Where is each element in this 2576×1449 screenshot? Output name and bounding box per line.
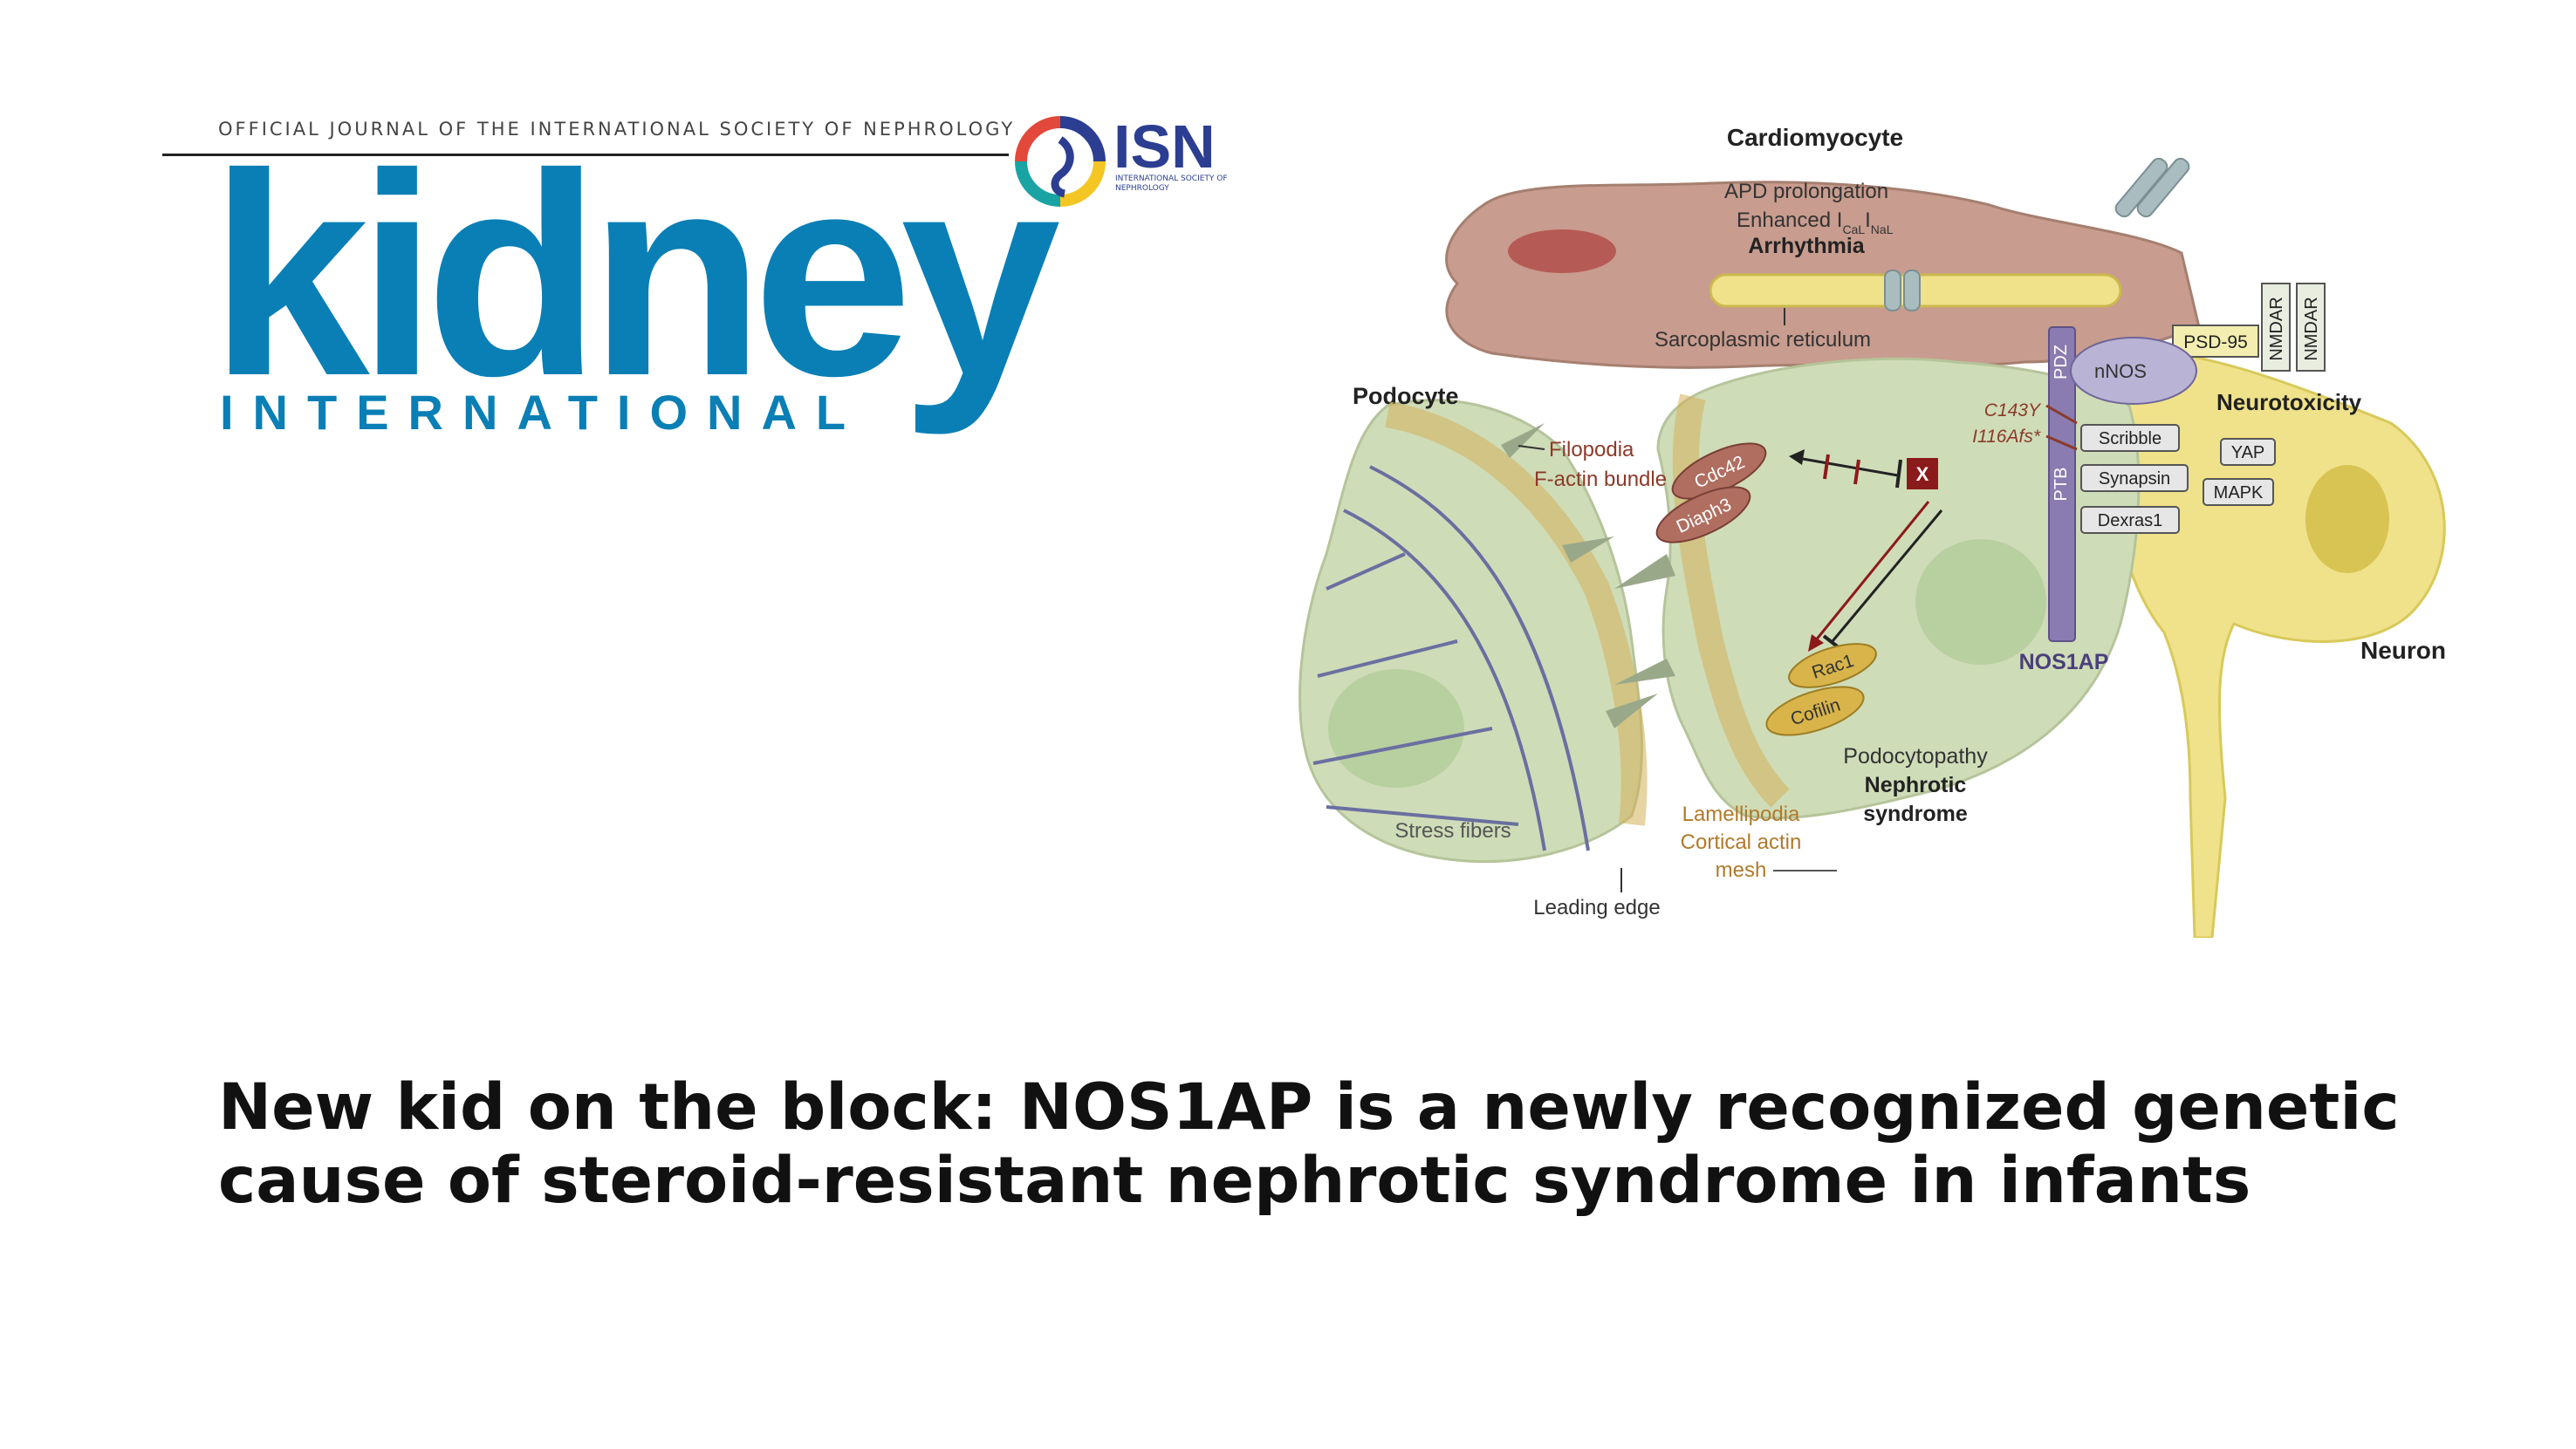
yap-box [2220,438,2276,466]
rac1-shape [1788,643,1877,688]
label-mesh: mesh [1716,858,1767,882]
stress-fiber-2 [1343,509,1546,851]
label-arrhythmia: Arrhythmia [1748,234,1865,258]
arrowhead-cdc42 [1789,449,1805,465]
label-nephrotic: Nephrotic [1865,773,1967,797]
isn-logo-icon [1015,116,1106,207]
isn-logo-subtext: INTERNATIONAL SOCIETY OF NEPHROLOGY [1115,174,1228,193]
arrow-to-cdc42 [1797,456,1899,477]
label-sub-cal: CaL [1842,222,1865,236]
cardiomyocyte-nucleus [1508,229,1616,273]
stress-fiber-1 [1369,465,1590,851]
label-filopodia: Filopodia [1549,438,1634,461]
label-x: X [1916,463,1929,485]
label-sub-nal: NaL [1871,222,1894,236]
arrowhead-rac1 [1808,634,1824,652]
filopodia-spike-2 [1562,537,1614,563]
label-cardiomyocyte: Cardiomyocyte [1727,124,1903,151]
podocyte-nucleus-left [1328,669,1464,788]
label-psd95: PSD-95 [2183,332,2248,352]
stress-fiber-3 [1326,552,1406,591]
scribble-box [2080,424,2180,452]
diaph3-shape [1655,486,1751,543]
label-cortical-actin: Cortical actin [1681,830,1802,854]
label-neuron: Neuron [2360,637,2446,664]
isn-logo-text: ISN [1113,113,1216,181]
label-podocytopathy: Podocytopathy [1843,744,1988,769]
nmdar-box-2 [2296,283,2326,372]
mutation-mark-2 [2045,434,2078,451]
label-nos1ap: NOS1AP [2019,650,2109,674]
label-nmdar-1: NMDAR [2267,297,2286,360]
label-leading-edge: Leading edge [1533,896,1660,919]
label-mutation-1: C143Y [1984,400,2042,420]
label-sarcoplasmic-reticulum: Sarcoplasmic reticulum [1655,328,1871,352]
label-syndrome: syndrome [1863,802,1968,826]
nnos-shape [2070,337,2197,405]
arrow-to-rac1 [1813,501,1930,642]
ion-channel-membrane [2114,157,2168,218]
label-neurotoxicity: Neurotoxicity [2216,389,2362,415]
label-lamellipodia: Lamellipodia [1682,803,1800,826]
label-yap: YAP [2231,443,2265,462]
label-stress-fibers: Stress fibers [1394,819,1511,843]
leader-filopodia [1518,445,1545,450]
stress-fiber-6 [1326,805,1519,826]
label-synapsin: Synapsin [2099,469,2170,489]
label-enhanced: Enhanced I [1737,208,1842,232]
dexras1-box [2080,506,2180,534]
journal-logo-international: INTERNATIONAL [220,385,866,440]
label-podocyte: Podocyte [1353,383,1459,409]
label-ptb: PTB [2052,468,2071,502]
filopodia-spike-4 [1614,554,1675,589]
filopodia-spike-1 [1501,423,1545,458]
ion-channel-sr-2 [1903,270,1921,311]
cofilin-shape [1765,686,1865,736]
label-apd-prolongation: APD prolongation [1724,180,1888,203]
header-rule [162,154,1009,156]
synapsin-box [2080,464,2189,492]
label-nmdar-2: NMDAR [2302,297,2321,360]
journal-tagline: OFFICIAL JOURNAL OF THE INTERNATIONAL SO… [218,119,1016,140]
psd95-box [2172,325,2259,358]
mapk-box [2203,478,2274,506]
headline: New kid on the block: NOS1AP is a newly … [218,1070,2400,1218]
ion-channel-membrane-2 [2136,157,2190,218]
inhibit-to-cofilin [1831,509,1943,642]
mutation-mark-1 [2045,404,2078,425]
actin-mesh-left [1385,401,1648,826]
filopodia-spike-3 [1606,694,1658,728]
label-nnos: nNOS [2094,360,2147,382]
ion-channel-sr [1884,270,1901,311]
tick-1 [1853,459,1860,485]
nos1ap-diagram: Cardiomyocyte APD prolongation Enhanced … [1298,124,2446,938]
label-i-letter: I [1865,208,1871,232]
tick-2 [1823,454,1830,480]
label-enhanced-currents: Enhanced ICaLINaL [1737,208,1894,236]
label-mapk: MAPK [2214,483,2264,502]
label-scribble: Scribble [2099,429,2162,448]
podocyte-nucleus-right [1915,539,2046,665]
inhibit-bar [1895,459,1902,489]
label-mutation-2: I116Afs* [1972,427,2041,447]
stress-fiber-5 [1312,727,1493,765]
neuron-nucleus [2305,465,2389,573]
stress-fiber-4 [1317,639,1458,678]
journal-logo-kidney: kidney [209,113,1060,435]
actin-mesh-right [1672,393,1790,808]
label-f-actin-bundle: F-actin bundle [1534,468,1667,491]
nos1ap-bar [2048,326,2076,642]
label-dexras1: Dexras1 [2098,511,2162,530]
filopodia-spike-5 [1614,659,1675,685]
nmdar-box-1 [2261,283,2291,372]
x-block [1907,458,1938,489]
label-pdz: PDZ [2052,345,2071,379]
